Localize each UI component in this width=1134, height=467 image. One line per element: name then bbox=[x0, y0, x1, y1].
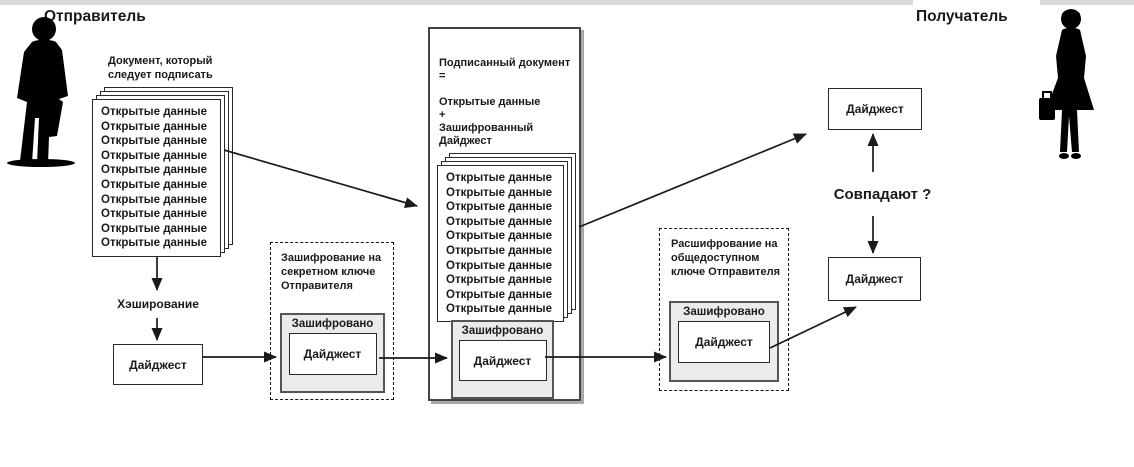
digest-box-received-top: Дайджест bbox=[828, 88, 922, 130]
digest-text: Дайджест bbox=[695, 335, 753, 349]
hashing-label: Хэширование bbox=[117, 297, 199, 311]
recipient-label: Получатель bbox=[916, 8, 1008, 25]
stack-sheet-front: Открытые данные Открытые данные Открытые… bbox=[437, 165, 564, 322]
arrow-stack-to-signed-doc bbox=[223, 149, 418, 208]
encrypted-label: Зашифровано bbox=[291, 318, 374, 330]
encrypted-container: Зашифровано Дайджест bbox=[451, 320, 554, 399]
sender-label: Отправитель bbox=[44, 8, 146, 25]
decryption-note: Расшифрование на общедоступном ключе Отп… bbox=[671, 238, 781, 278]
encryption-dashed-box: Зашифрование на секретном ключе Отправит… bbox=[270, 242, 394, 400]
document-to-sign-note: Документ, который следует подписать bbox=[108, 55, 213, 81]
signed-document-header: Подписанный документ = Открытые данные +… bbox=[439, 57, 571, 147]
open-data-lines: Открытые данные Открытые данные Открытые… bbox=[446, 172, 553, 316]
top-strip-right bbox=[1040, 0, 1134, 5]
encrypted-container: Зашифровано Дайджест bbox=[669, 301, 779, 382]
encrypted-label: Зашифровано bbox=[683, 306, 765, 318]
stack-sheet-front: Открытые данные Открытые данные Открытые… bbox=[92, 99, 221, 257]
sender-person-icon bbox=[7, 17, 75, 167]
signed-document-box: Подписанный документ = Открытые данные +… bbox=[428, 27, 581, 401]
encryption-note: Зашифрование на секретном ключе Отправит… bbox=[281, 252, 382, 292]
decryption-dashed-box: Расшифрование на общедоступном ключе Отп… bbox=[659, 228, 789, 391]
digest-text: Дайджест bbox=[473, 353, 532, 368]
open-data-lines: Открытые данные Открытые данные Открытые… bbox=[101, 106, 208, 250]
encrypted-label: Зашифровано bbox=[461, 325, 544, 337]
digest-text: Дайджест bbox=[129, 357, 187, 372]
digest-text: Дайджест bbox=[303, 347, 362, 361]
encrypted-container: Зашифровано Дайджест bbox=[280, 313, 385, 393]
recipient-person-icon bbox=[1039, 9, 1094, 159]
match-question-label: Совпадают ? bbox=[833, 186, 932, 203]
digest-text: Дайджест bbox=[846, 102, 904, 116]
digest-text: Дайджест bbox=[845, 272, 904, 286]
digest-box-source: Дайджест bbox=[113, 344, 203, 385]
top-strip-left bbox=[0, 0, 913, 5]
digest-box-encrypted-sender: Дайджест bbox=[288, 333, 377, 375]
arrow-signed-doc-to-digest-top bbox=[578, 133, 807, 228]
digest-box-decrypted: Дайджест bbox=[678, 321, 770, 363]
digest-box-in-signed-doc: Дайджест bbox=[458, 340, 547, 381]
digest-box-received-bottom: Дайджест bbox=[828, 257, 921, 301]
